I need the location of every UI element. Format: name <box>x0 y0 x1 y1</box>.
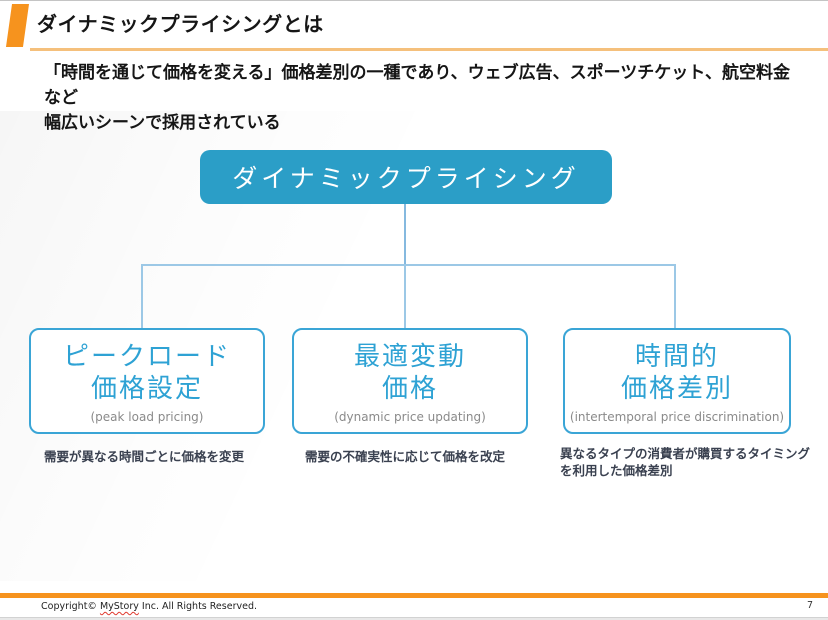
diagram-root-label: ダイナミックプライシング <box>232 164 580 193</box>
page-number: 7 <box>806 600 813 611</box>
company-name: MyStory <box>99 601 139 612</box>
diagram-box-dynamic-price-updating: 最適変動 価格 (dynamic price updating) <box>292 328 528 434</box>
copyright-prefix: Copyright© <box>41 601 100 612</box>
box3-description: 異なるタイプの消費者が購買するタイミングを利用した価格差別 <box>560 446 811 478</box>
slide-bottom-edge <box>0 617 828 620</box>
lead-line-1: 「時間を通じて価格を変える」価格差別の一種であり、ウェブ広告、スポーツチケット、… <box>44 63 790 108</box>
box3-title-line2: 価格差別 <box>620 373 733 404</box>
connector-drop-center <box>404 264 406 328</box>
diagram-box-intertemporal-price-discrimination: 時間的 価格差別 (intertemporal price discrimina… <box>563 328 791 434</box>
connector-horizontal-bar <box>141 264 676 266</box>
box2-description: 需要の不確実性に応じて価格を改定 <box>305 449 506 464</box>
diagram-box-peak-load-pricing: ピークロード 価格設定 (peak load pricing) <box>29 328 265 434</box>
box2-english-subtitle: (dynamic price updating) <box>334 409 486 424</box>
box1-title-line2: 価格設定 <box>90 373 203 404</box>
box1-title-line1: ピークロード <box>62 341 231 372</box>
lead-paragraph: 「時間を通じて価格を変える」価格差別の一種であり、ウェブ広告、スポーツチケット、… <box>44 61 804 136</box>
copyright-suffix: Inc. All Rights Reserved. <box>138 601 257 612</box>
connector-drop-left <box>141 264 143 328</box>
connector-drop-right <box>674 264 676 328</box>
title-underline <box>30 48 828 51</box>
box3-title-line1: 時間的 <box>634 341 719 372</box>
box3-english-subtitle: (intertemporal price discrimination) <box>569 409 785 424</box>
box1-english-subtitle: (peak load pricing) <box>90 409 204 424</box>
copyright-text: Copyright© MyStory Inc. All Rights Reser… <box>41 601 257 612</box>
diagram-root-box: ダイナミックプライシング <box>200 150 612 204</box>
footer-accent-bar <box>0 593 828 598</box>
box2-title-line2: 価格 <box>381 373 438 404</box>
page-title: ダイナミックプライシングとは <box>37 12 324 36</box>
lead-line-2: 幅広いシーンで採用されている <box>44 113 281 133</box>
box2-title-line1: 最適変動 <box>353 341 466 372</box>
title-accent-bar <box>5 4 30 47</box>
box1-description: 需要が異なる時間ごとに価格を変更 <box>44 449 245 464</box>
connector-stem <box>404 204 406 265</box>
